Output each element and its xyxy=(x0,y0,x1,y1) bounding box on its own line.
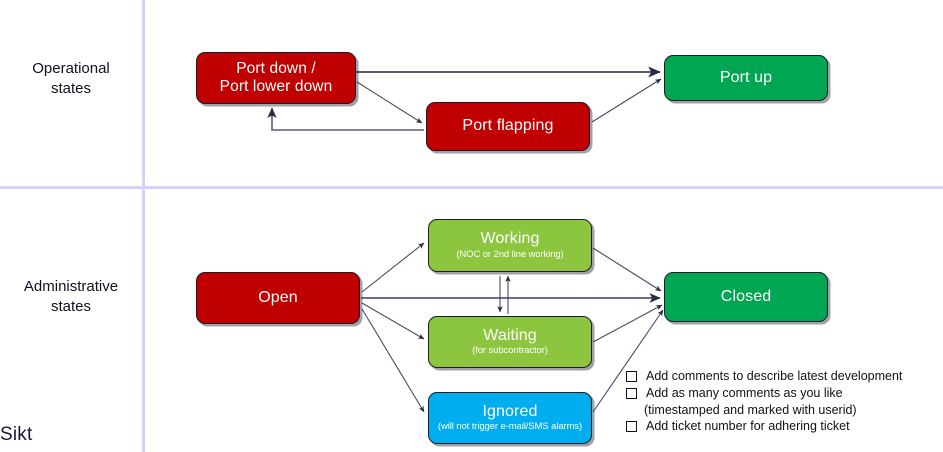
state-node-closed[interactable]: Closed xyxy=(664,272,828,322)
checklist-item: Add ticket number for adhering ticket xyxy=(626,418,943,434)
checkbox-icon xyxy=(626,388,637,399)
state-node-port-down[interactable]: Port down / Port lower down xyxy=(196,52,356,104)
row-label-operational-states: Operational states xyxy=(2,59,140,100)
state-node-port-down-line2: Port lower down xyxy=(219,78,333,95)
state-node-ignored-label: Ignored xyxy=(482,402,538,420)
row-label-administrative-line2: states xyxy=(50,298,92,316)
checklist-item-text: Add comments to describe latest developm… xyxy=(646,369,903,383)
state-node-port-up-label: Port up xyxy=(719,68,773,86)
state-node-working[interactable]: Working (NOC or 2nd line working) xyxy=(428,219,592,272)
state-node-waiting-label: Waiting xyxy=(483,326,537,344)
state-node-port-up[interactable]: Port up xyxy=(664,55,828,101)
row-label-administrative-line1: Administrative xyxy=(23,278,119,295)
checklist-item-text: Add as many comments as you like xyxy=(646,386,843,400)
state-node-open[interactable]: Open xyxy=(196,272,360,324)
checklist-item-continuation: (timestamped and marked with userid) xyxy=(644,403,857,417)
horizontal-divider xyxy=(0,186,943,189)
state-node-port-flapping[interactable]: Port flapping xyxy=(426,102,590,151)
checklist: Add comments to describe latest developm… xyxy=(626,368,943,435)
checkbox-icon xyxy=(626,371,637,382)
row-label-operational-line1: Operational xyxy=(32,60,110,77)
state-node-waiting[interactable]: Waiting (for subcontractor) xyxy=(428,316,592,368)
state-node-port-flapping-label: Port flapping xyxy=(462,117,554,135)
state-node-waiting-sublabel: (for subcontractor) xyxy=(472,345,548,357)
brand-logo-text: Sikt xyxy=(0,424,33,445)
state-node-port-down-line1: Port down / xyxy=(236,59,316,77)
state-node-ignored[interactable]: Ignored (will not trigger e-mail/SMS ala… xyxy=(428,392,592,444)
state-node-open-label: Open xyxy=(258,288,298,306)
checklist-item-text: Add ticket number for adhering ticket xyxy=(646,419,850,433)
vertical-divider xyxy=(142,0,145,452)
checkbox-icon xyxy=(626,421,637,432)
checklist-item: Add comments to describe latest developm… xyxy=(626,368,943,384)
row-label-administrative-states: Administrative states xyxy=(2,277,140,318)
state-node-working-sublabel: (NOC or 2nd line working) xyxy=(456,248,564,260)
row-label-operational-line2: states xyxy=(50,80,92,98)
state-node-ignored-sublabel: (will not trigger e-mail/SMS alarms) xyxy=(437,421,583,433)
state-node-closed-label: Closed xyxy=(720,287,772,305)
checklist-item: Add as many comments as you like xyxy=(626,385,943,401)
state-node-working-label: Working xyxy=(480,230,540,248)
